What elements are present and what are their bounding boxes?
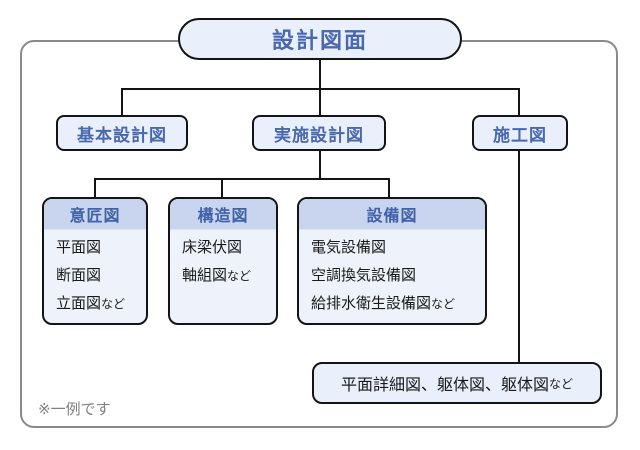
connector-construction-down <box>518 150 520 363</box>
group-equipment-body: 電気設備図 空調換気設備図 給排水衛生設備図など <box>299 230 485 318</box>
list-item: 電気設備図 <box>311 234 485 262</box>
list-item: 平面図 <box>56 234 146 262</box>
group-architectural-drawings: 意匠図 平面図 断面図 立面図など <box>42 197 148 325</box>
group-structural-title: 構造図 <box>197 208 249 225</box>
construction-detail-suffix: など <box>549 376 574 391</box>
node-construction-detail: 平面詳細図、躯体図、躯体図など <box>312 362 602 404</box>
group-architectural-header: 意匠図 <box>44 199 146 230</box>
item-text: 床梁伏図 <box>182 239 243 256</box>
connector-root-down <box>319 59 321 89</box>
item-text: 平面図 <box>56 239 102 256</box>
item-text: 断面図 <box>56 267 102 284</box>
list-item: 断面図 <box>56 262 146 290</box>
node-construction-drawing-label: 施工図 <box>493 125 547 145</box>
list-item: 床梁伏図 <box>182 234 276 262</box>
node-working-design: 実施設計図 <box>252 115 386 151</box>
node-basic-design-label: 基本設計図 <box>77 125 167 145</box>
node-basic-design: 基本設計図 <box>56 115 188 151</box>
item-suffix: など <box>431 297 456 311</box>
item-text: 空調換気設備図 <box>311 267 417 284</box>
item-text: 電気設備図 <box>311 239 387 256</box>
connector-working-down <box>319 150 321 179</box>
connector-level3-horizontal <box>94 178 390 180</box>
item-text: 給排水衛生設備図 <box>311 295 432 312</box>
item-suffix: など <box>227 269 252 283</box>
group-equipment-header: 設備図 <box>299 199 485 230</box>
item-suffix: など <box>101 297 126 311</box>
item-text: 立面図 <box>56 295 102 312</box>
node-design-drawings: 設計図面 <box>178 18 462 60</box>
group-structural-body: 床梁伏図 軸組図など <box>170 230 276 290</box>
list-item: 空調換気設備図 <box>311 262 485 290</box>
node-construction-drawing: 施工図 <box>472 115 568 151</box>
item-text: 軸組図 <box>182 267 228 284</box>
connector-construction-stub <box>518 88 520 116</box>
connector-basic-stub <box>121 88 123 116</box>
list-item: 立面図など <box>56 290 146 318</box>
group-architectural-title: 意匠図 <box>69 208 121 225</box>
connector-setsubi-stub <box>388 178 390 198</box>
group-architectural-body: 平面図 断面図 立面図など <box>44 230 146 318</box>
connector-working-stub <box>319 88 321 116</box>
connector-kozo-stub <box>221 178 223 198</box>
group-equipment-title: 設備図 <box>366 208 418 225</box>
example-note: ※一例です <box>38 401 111 418</box>
group-equipment-drawings: 設備図 電気設備図 空調換気設備図 給排水衛生設備図など <box>297 197 487 325</box>
list-item: 軸組図など <box>182 262 276 290</box>
group-structural-header: 構造図 <box>170 199 276 230</box>
node-working-design-label: 実施設計図 <box>274 125 364 145</box>
connector-isho-stub <box>94 178 96 198</box>
group-structural-drawings: 構造図 床梁伏図 軸組図など <box>168 197 278 325</box>
node-design-drawings-label: 設計図面 <box>271 28 368 53</box>
construction-detail-text: 平面詳細図、躯体図、躯体図 <box>340 377 549 394</box>
list-item: 給排水衛生設備図など <box>311 290 485 318</box>
